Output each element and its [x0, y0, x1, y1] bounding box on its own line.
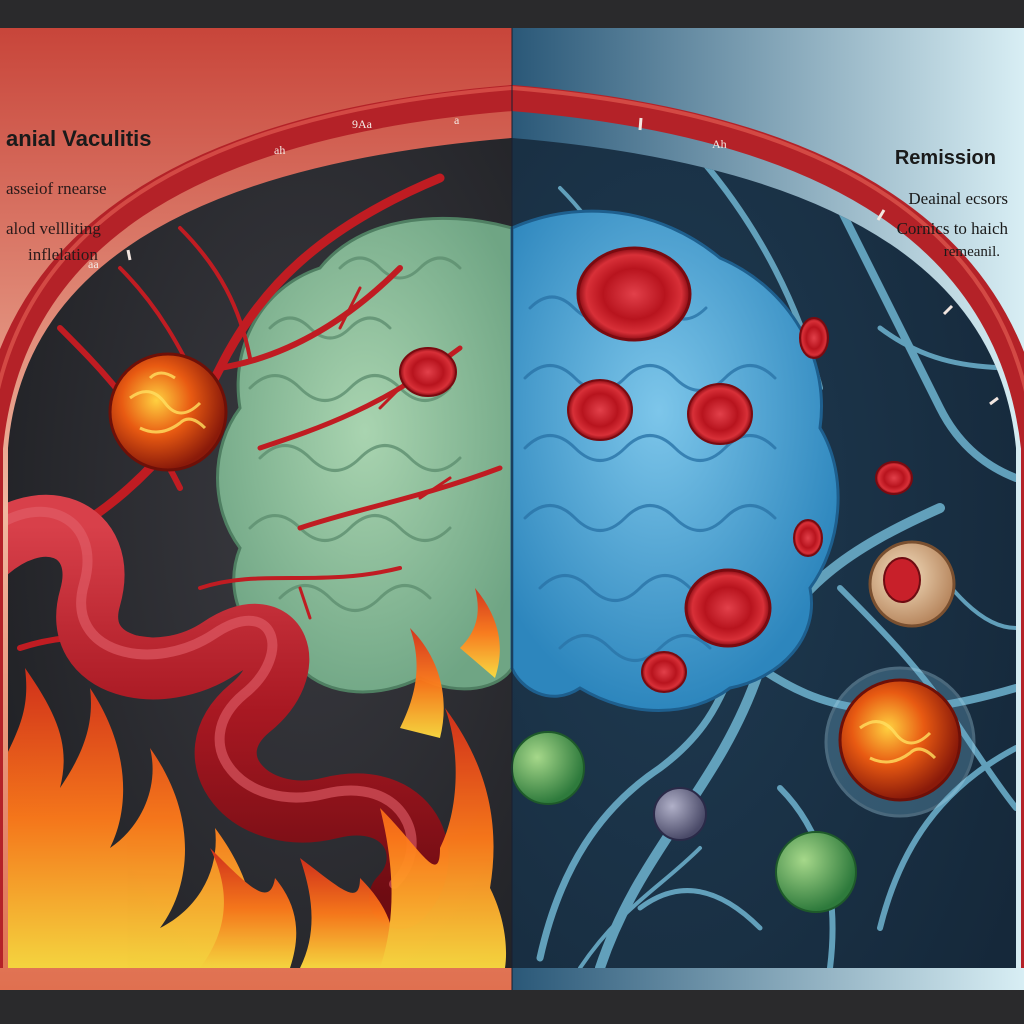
left-panel-caption: anial Vaculitis asseiof rnearse alod vel…: [6, 126, 152, 264]
rbc: [576, 246, 692, 342]
rbc: [793, 519, 823, 557]
rbc: [875, 461, 913, 495]
immune-cell-grey: [653, 787, 707, 841]
arc-mark-label: 9Aa: [352, 117, 373, 131]
rbc: [687, 383, 753, 445]
rbc: [567, 379, 633, 441]
illustration-stage: ah 9Aa a Ah aa anial Vaculitis asseiof r…: [0, 28, 1024, 990]
resolving-cell: [824, 666, 976, 818]
arc-mark-label: Ah: [712, 137, 727, 151]
arc-mark-label: a: [454, 113, 460, 127]
right-panel-caption: Remission Deainal ecsors Cornics to haic…: [895, 147, 1009, 260]
tortuous-artery: [8, 494, 449, 929]
illustration: ah 9Aa a Ah aa anial Vaculitis asseiof r…: [0, 28, 1024, 990]
left-panel-line: asseiof rnearse: [6, 179, 107, 198]
inflamed-vessels: [17, 173, 503, 651]
arc-mark-label: aa: [88, 257, 99, 271]
inflamed-cell: [108, 352, 228, 472]
left-panel-line: alod vellliting: [6, 219, 101, 238]
immune-cell-green: [775, 831, 857, 913]
rbc: [641, 651, 687, 693]
left-panel-title: anial Vaculitis: [6, 126, 152, 151]
inflammation-flames: [8, 588, 507, 968]
arc-mark-label: ah: [274, 143, 285, 157]
rbc: [799, 317, 829, 359]
right-panel-line: Cornics to haich: [897, 219, 1009, 238]
left-panel-line: inflelation: [28, 245, 98, 264]
red-blood-cells: [399, 246, 913, 693]
cross-section: [8, 138, 1016, 968]
rbc: [399, 347, 457, 397]
cell-cross-section: [868, 540, 956, 628]
arc-ticks: [126, 117, 999, 406]
right-panel-title: Remission: [895, 147, 996, 169]
immune-cell-green: [511, 731, 585, 805]
right-panel-line: Deainal ecsors: [908, 189, 1008, 208]
right-panel-line: remeanil.: [944, 244, 1000, 260]
rbc: [684, 568, 772, 648]
